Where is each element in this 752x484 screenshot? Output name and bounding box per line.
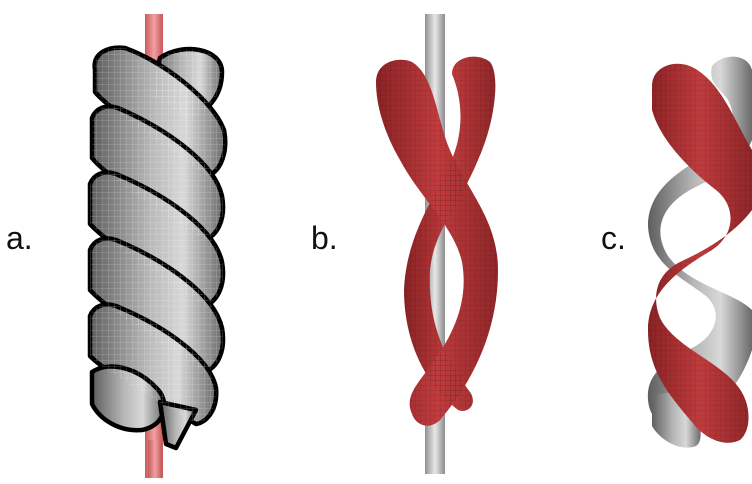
panel-label-a: a.: [6, 222, 33, 254]
panel-c-helix: [648, 57, 752, 448]
panel-a-helix: [90, 14, 225, 478]
panel-label-b: b.: [311, 222, 338, 254]
panel-b-helix: [376, 14, 498, 474]
panel-label-c: c.: [601, 222, 626, 254]
